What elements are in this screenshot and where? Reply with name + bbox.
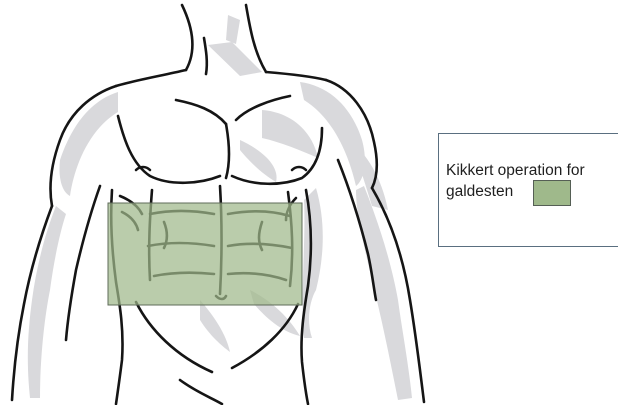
legend-label: Kikkert operation for galdesten <box>446 160 606 202</box>
legend-label-line2: galdesten <box>446 181 606 202</box>
legend-swatch <box>533 180 571 206</box>
surgery-area-highlight <box>108 203 302 305</box>
legend-label-line1: Kikkert operation for <box>446 160 606 181</box>
